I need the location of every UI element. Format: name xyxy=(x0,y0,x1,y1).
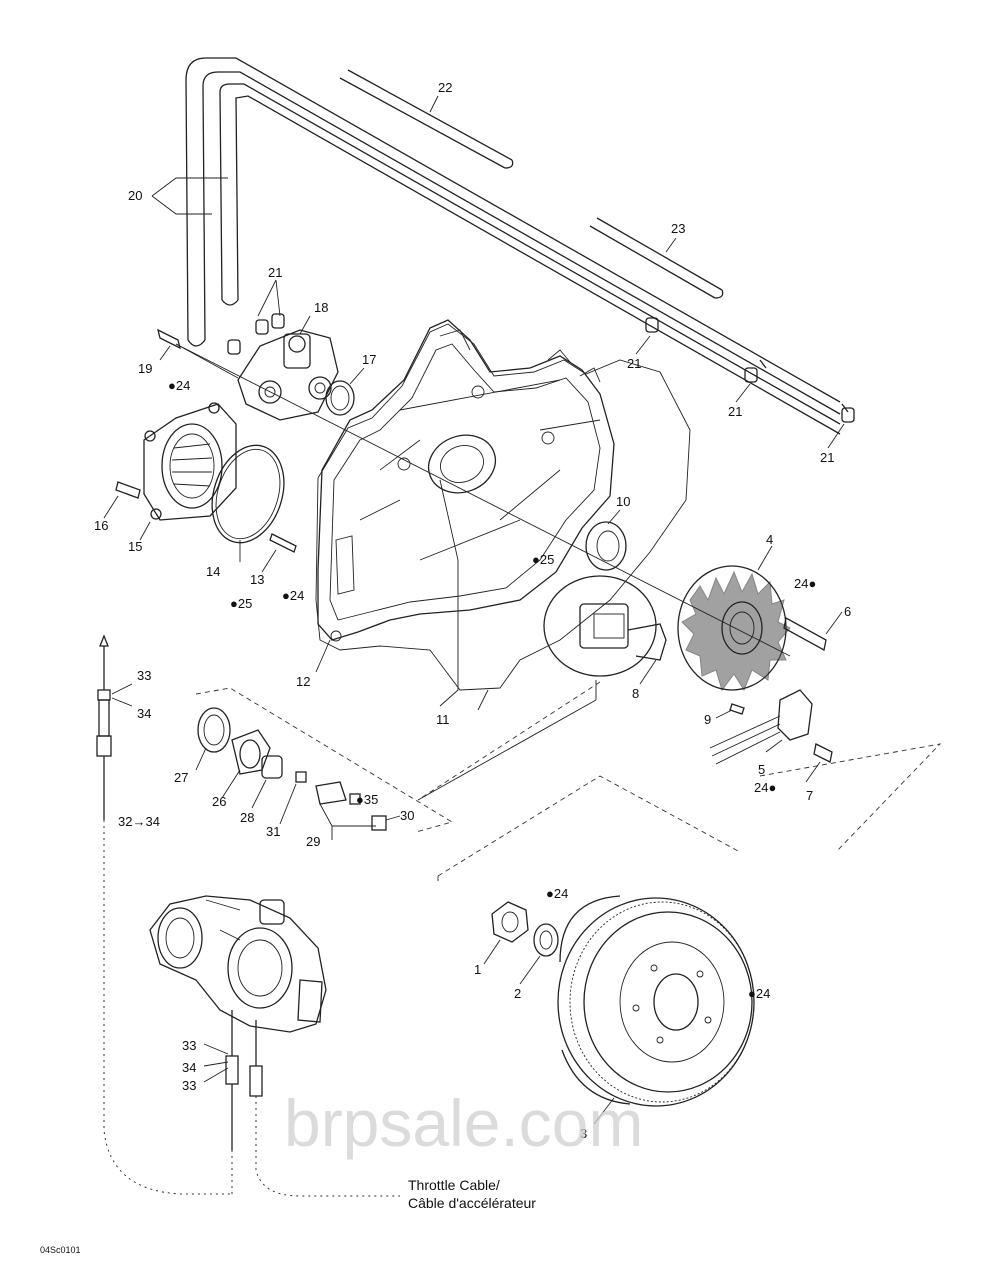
flywheel xyxy=(557,895,755,1107)
label-32-number: 32 xyxy=(118,814,132,829)
label-30: 30 xyxy=(400,808,414,823)
label-33-lower-b: 33 xyxy=(182,1078,196,1093)
label-15: 15 xyxy=(128,539,142,554)
caption-line-2: Câble d'accélérateur xyxy=(408,1195,536,1211)
label-11: 11 xyxy=(436,712,450,727)
label-32-to-34: 32→34 xyxy=(118,814,160,829)
label-24-flywheel: ●24 xyxy=(748,986,770,1001)
label-18: 18 xyxy=(314,300,328,315)
label-34-lower: 34 xyxy=(182,1060,196,1075)
leader-lines xyxy=(103,95,845,1125)
label-19: 19 xyxy=(138,361,152,376)
cover-gasket xyxy=(315,323,691,691)
label-24-sensor: 24● xyxy=(754,780,776,795)
water-pump-housing xyxy=(157,328,355,421)
label-21-far: 21 xyxy=(820,450,834,465)
label-4: 4 xyxy=(766,532,773,547)
label-24-nut-number: 24 xyxy=(554,886,568,901)
label-5: 5 xyxy=(758,762,765,777)
label-26: 26 xyxy=(212,794,226,809)
lever-assembly xyxy=(197,707,387,831)
label-25-lower: ●25 xyxy=(230,596,252,611)
label-25-upper: ●25 xyxy=(532,552,554,567)
pump-cover xyxy=(115,402,297,553)
label-35: ●35 xyxy=(356,792,378,807)
drawing-code: 04Sc0101 xyxy=(40,1245,81,1255)
label-20: 20 xyxy=(128,188,142,203)
label-33-lower-a: 33 xyxy=(182,1038,196,1053)
label-34-range-number: 34 xyxy=(145,814,159,829)
label-31: 31 xyxy=(266,824,280,839)
label-6: 6 xyxy=(844,604,851,619)
label-24-nut: ●24 xyxy=(546,886,568,901)
crankcase-cover xyxy=(317,319,615,642)
label-35-number: 35 xyxy=(364,792,378,807)
label-24-sensor-number: 24 xyxy=(754,780,768,795)
watermark: brpsale.com xyxy=(284,1086,644,1160)
throttle-body xyxy=(149,895,327,1033)
label-24-flywheel-number: 24 xyxy=(756,986,770,1001)
label-22: 22 xyxy=(438,80,452,95)
label-29: 29 xyxy=(306,834,320,849)
stator xyxy=(677,565,827,692)
label-13: 13 xyxy=(250,572,264,587)
label-24-stator: 24● xyxy=(794,576,816,591)
section-boundary-upper xyxy=(195,681,942,853)
label-17: 17 xyxy=(362,352,376,367)
label-3: 3 xyxy=(580,1126,587,1141)
hose-clamps xyxy=(227,313,855,423)
label-25-lower-number: 25 xyxy=(238,596,252,611)
label-8: 8 xyxy=(632,686,639,701)
label-1: 1 xyxy=(474,962,481,977)
label-28: 28 xyxy=(240,810,254,825)
callout-labels: 22 20 23 21 18 17 19 ●24 21 21 21 16 15 … xyxy=(94,80,851,1141)
label-33-upper: 33 xyxy=(137,668,151,683)
throttle-cable-caption: Throttle Cable/ Câble d'accélérateur xyxy=(408,1177,536,1211)
label-9: 9 xyxy=(704,712,711,727)
stator-plate xyxy=(543,575,667,677)
flywheel-nut-washer xyxy=(491,901,559,957)
label-27: 27 xyxy=(174,770,188,785)
label-16: 16 xyxy=(94,518,108,533)
label-24-pump: ●24 xyxy=(168,378,190,393)
label-2: 2 xyxy=(514,986,521,1001)
label-21-top: 21 xyxy=(268,265,282,280)
throttle-cable-upper xyxy=(96,634,232,1195)
label-7: 7 xyxy=(806,788,813,803)
label-34-upper: 34 xyxy=(137,706,151,721)
label-21-middle: 21 xyxy=(627,356,641,371)
label-24-bolt13-number: 24 xyxy=(290,588,304,603)
bearing-ring xyxy=(585,521,627,571)
label-24-stator-number: 24 xyxy=(794,576,808,591)
hose-assembly xyxy=(185,57,849,435)
label-10: 10 xyxy=(616,494,630,509)
label-25-upper-number: 25 xyxy=(540,552,554,567)
label-21-right: 21 xyxy=(728,404,742,419)
label-24-bolt13: ●24 xyxy=(282,588,304,603)
throttle-cable-lower xyxy=(225,1010,400,1197)
label-14: 14 xyxy=(206,564,220,579)
section-boundary-lower xyxy=(437,775,741,882)
label-24-pump-number: 24 xyxy=(176,378,190,393)
trigger-sensor xyxy=(709,689,833,765)
label-23: 23 xyxy=(671,221,685,236)
label-12: 12 xyxy=(296,674,310,689)
caption-line-1: Throttle Cable/ xyxy=(408,1177,500,1193)
center-axis xyxy=(175,343,791,657)
